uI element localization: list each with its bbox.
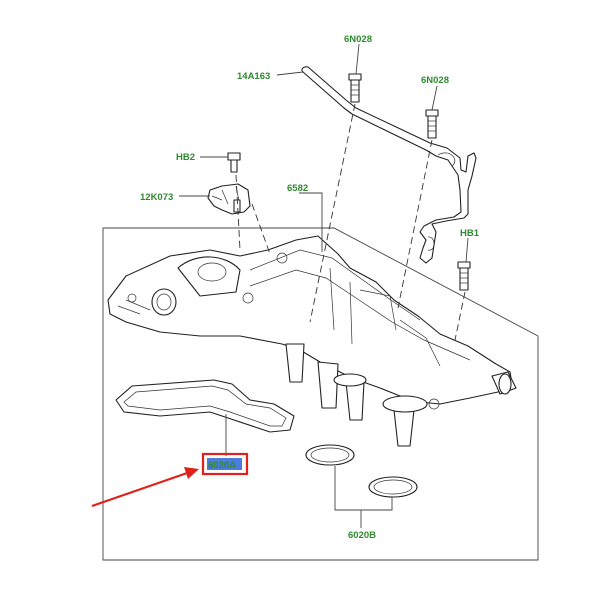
plug-well-3 <box>345 381 365 421</box>
assembly-lines <box>235 103 466 341</box>
outlet-port <box>498 373 512 395</box>
label-6020B: 6020B <box>348 530 376 541</box>
label-12K073: 12K073 <box>140 192 173 203</box>
plug-well-4 <box>393 409 415 447</box>
label-6020A: 6020A <box>208 460 236 471</box>
label-HB2: HB2 <box>176 152 195 163</box>
label-6582: 6582 <box>287 183 308 194</box>
label-HB1: HB1 <box>460 228 480 239</box>
screw-HB2 <box>227 152 241 173</box>
cover-port-left <box>151 288 177 316</box>
plug-well-1 <box>285 343 305 383</box>
label-6N028-top: 6N028 <box>344 34 372 45</box>
gasket-rings-6020B <box>305 444 418 498</box>
bolt-6N028-right <box>425 109 439 139</box>
label-6N028-right: 6N028 <box>421 75 449 86</box>
bolt-HB1 <box>457 261 471 291</box>
sensor-12K073 <box>207 183 251 215</box>
highlight-6020A: 6020A <box>201 452 249 476</box>
leader-lines <box>179 43 469 528</box>
plug-well-2 <box>317 361 339 409</box>
bracket-14A163 <box>301 66 477 264</box>
label-14A163: 14A163 <box>237 71 270 82</box>
assembly-frame <box>102 227 539 561</box>
highlight-text-bg <box>207 458 242 470</box>
gasket-6020A <box>115 379 295 433</box>
red-arrow-icon <box>91 467 199 508</box>
highlight-box <box>201 452 249 476</box>
bolt-6N028-top <box>348 73 362 103</box>
